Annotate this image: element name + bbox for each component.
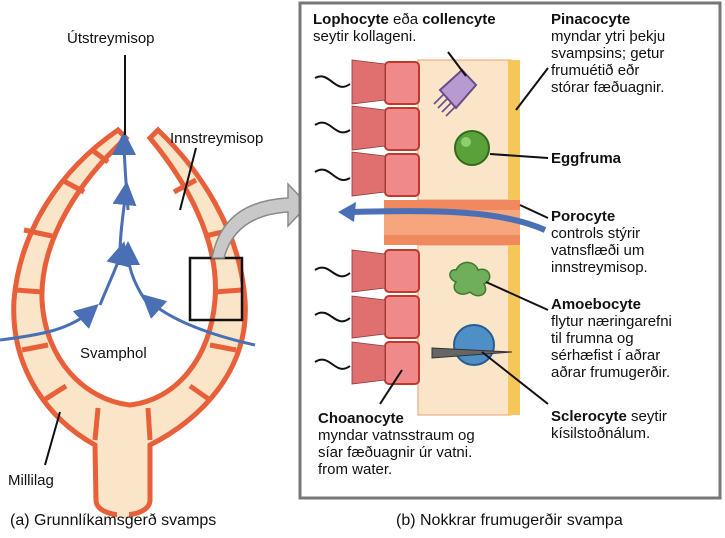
ostia-label: Innstreymisop xyxy=(170,130,264,147)
caption-b: (b) Nokkrar frumugerðir svampa xyxy=(396,512,623,529)
porocyte-desc-1: controls stýrir xyxy=(551,225,641,242)
choanocyte-desc-3: from water. xyxy=(318,461,393,478)
pinacocyte-desc-2: svampsins; getur xyxy=(551,45,665,62)
lophocyte-name: Lophocyte xyxy=(313,11,389,28)
pinacocyte-desc-1: myndar ytri þekju xyxy=(551,28,666,45)
choanocyte-collars xyxy=(351,59,386,385)
lophocyte-sep: eða xyxy=(388,11,423,28)
pinacocyte-label: Pinacocyte myndar ytri þekju svampsins; … xyxy=(551,11,665,96)
spicule xyxy=(431,347,513,359)
sclerocyte-suffix: seytir xyxy=(626,408,667,425)
water-flow-arrows xyxy=(0,131,256,347)
choanocyte-label: Choanocyte myndar vatnsstraum og síar fæ… xyxy=(318,410,475,478)
leader-lines-a xyxy=(44,55,197,466)
egg-label: Eggfruma xyxy=(551,150,622,167)
amoebocyte-desc-3: sérhæfist í aðrar xyxy=(551,347,661,364)
porocyte-water-arrow xyxy=(344,208,547,233)
pinacocyte-name: Pinacocyte xyxy=(551,11,631,28)
lophocyte-cell xyxy=(433,68,478,117)
pinacocyte-desc-4: stórar fæðuagnir. xyxy=(551,79,665,96)
choanocyte-desc-2: síar fæðuagnir úr vatni. xyxy=(318,444,473,461)
pinacocyte-layer-top xyxy=(508,60,520,200)
porocyte-desc-3: innstreymisop. xyxy=(551,259,648,276)
porocyte-name: Porocyte xyxy=(551,208,616,225)
porocyte-label: Porocyte controls stýrir vatnsflæði um i… xyxy=(551,208,648,276)
sclerocyte-name: Sclerocyte xyxy=(551,408,627,425)
amoebocyte-desc-2: til frumna og xyxy=(551,330,634,347)
spongocoel-label: Svamphol xyxy=(80,345,147,362)
osculum-label: Útstreymisop xyxy=(67,30,155,47)
sclerocyte-desc-1: kísilstoðnálum. xyxy=(551,425,651,442)
caption-a: (a) Grunnlíkamsgerð svamps xyxy=(10,512,217,529)
amoebocyte-desc-4: aðrar frumugerðir. xyxy=(551,364,671,381)
leader-lines-b xyxy=(379,51,549,405)
choanocyte-cells xyxy=(384,61,420,385)
sponge-body xyxy=(11,126,248,518)
amoebocyte-cell xyxy=(449,261,491,297)
choanocyte-desc-1: myndar vatnsstraum og xyxy=(318,427,475,444)
amoebocyte-label: Amoebocyte flytur næringarefni til frumn… xyxy=(551,296,672,381)
flagella xyxy=(314,75,351,370)
collencyte-name: collencyte xyxy=(422,11,496,28)
lophocyte-label: Lophocyte eða collencyte seytir kollagen… xyxy=(313,11,496,45)
mesohyl-label: Millilag xyxy=(8,472,54,489)
pinacocyte-desc-3: frumuétið eðr xyxy=(551,62,640,79)
pinacocyte-layer-bottom xyxy=(508,245,520,415)
sclerocyte-label: Sclerocyte seytir kísilstoðnálum. xyxy=(551,408,667,442)
egg-cell xyxy=(454,130,490,166)
amoebocyte-desc-1: flytur næringarefni xyxy=(551,313,672,330)
amoebocyte-name: Amoebocyte xyxy=(551,296,642,313)
porocyte-desc-2: vatnsflæði um xyxy=(551,242,645,259)
lophocyte-desc: seytir kollageni. xyxy=(313,28,417,45)
sclerocyte-cell xyxy=(453,324,495,366)
choanocyte-name: Choanocyte xyxy=(318,410,404,427)
